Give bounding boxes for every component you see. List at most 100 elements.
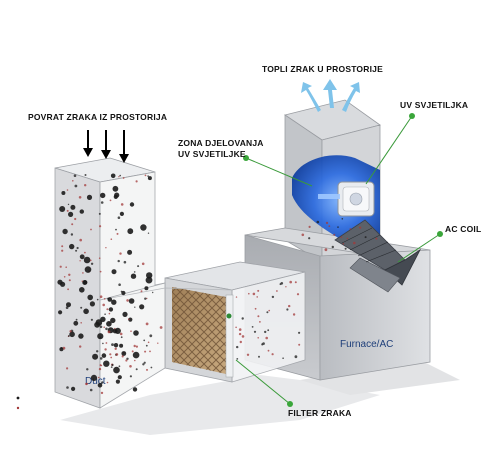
- dust-particle: [97, 333, 104, 340]
- label-warm-air: TOPLI ZRAK U PROSTORIJE: [262, 64, 383, 74]
- dust-particle: [119, 343, 124, 348]
- dust-particle: [98, 257, 101, 260]
- dust-particle: [97, 376, 100, 379]
- dust-particle: [108, 312, 111, 315]
- label-ac-coil: AC COIL: [445, 224, 481, 234]
- dust-particle: [122, 177, 125, 179]
- dust-particle: [104, 348, 107, 351]
- dust-particle: [67, 203, 70, 206]
- dust-particle: [95, 319, 103, 326]
- dust-particle: [89, 259, 92, 262]
- dust-particle: [86, 368, 89, 371]
- dust-particle: [66, 189, 69, 191]
- dust-particle: [99, 295, 103, 299]
- dust-particle: [63, 276, 66, 278]
- dust-particle: [149, 350, 151, 353]
- dust-particle: [70, 233, 74, 236]
- dust-particle: [294, 281, 297, 284]
- dust-particle: [69, 243, 75, 250]
- dust-particle: [258, 355, 260, 358]
- dust-particle: [146, 272, 153, 279]
- dust-particle: [90, 262, 94, 265]
- dust-particle: [147, 232, 150, 234]
- dust-particle: [152, 291, 154, 294]
- dust-particle: [101, 353, 107, 358]
- dust-particle: [253, 330, 257, 333]
- dust-particle: [107, 297, 113, 302]
- dust-particle: [62, 228, 68, 235]
- dust-particle: [110, 238, 113, 240]
- dust-particle: [99, 325, 103, 329]
- label-uv-zone-line2: UV SVJETILJKE: [178, 149, 246, 159]
- dust-particle: [111, 299, 117, 305]
- dust-particle: [83, 308, 89, 315]
- dust-particles: [57, 173, 378, 395]
- dust-particle: [84, 251, 86, 254]
- dust-particle: [114, 327, 116, 330]
- dust-particle: [145, 344, 148, 347]
- dust-particle: [267, 349, 270, 352]
- dust-particle: [276, 290, 278, 292]
- dust-particle: [71, 386, 76, 391]
- dust-particle: [129, 202, 135, 207]
- dust-particle: [150, 366, 153, 369]
- dust-particle: [66, 386, 69, 389]
- dust-particle: [103, 326, 105, 329]
- dust-particle: [82, 272, 84, 274]
- dust-particle: [286, 308, 289, 311]
- dust-particle: [157, 342, 159, 344]
- stray-dot: [16, 396, 20, 400]
- callout-dot-ac-coil: [437, 231, 443, 237]
- dust-particle: [238, 328, 242, 331]
- dust-particle: [84, 266, 92, 273]
- dust-particle: [108, 307, 114, 312]
- dust-particle: [308, 225, 311, 228]
- dust-particle: [346, 237, 349, 240]
- dust-particle: [90, 318, 93, 321]
- dust-particle: [111, 343, 114, 346]
- dust-particle: [99, 270, 102, 273]
- dust-particle: [100, 192, 106, 199]
- dust-particle: [98, 212, 101, 215]
- arrow-down-icon: [87, 130, 125, 156]
- dust-particle: [84, 174, 87, 176]
- label-return-air: POVRAT ZRAKA IZ PROSTORIJA: [28, 112, 167, 122]
- dust-particle: [99, 357, 103, 360]
- dust-particle: [111, 363, 114, 367]
- dust-particle: [92, 353, 99, 360]
- dust-particle: [110, 366, 113, 368]
- dust-particle: [102, 303, 105, 307]
- dust-particle: [107, 297, 109, 300]
- dust-particle: [106, 381, 109, 384]
- dust-particle: [66, 209, 69, 212]
- dust-particle: [74, 217, 77, 221]
- dust-particle: [142, 363, 145, 366]
- dust-particle: [127, 228, 134, 235]
- stray-dot: [16, 406, 20, 410]
- dust-particle: [115, 379, 120, 384]
- dust-particle: [90, 374, 98, 381]
- duct-connector: [99, 287, 233, 301]
- dust-particle: [132, 387, 138, 392]
- dust-particle: [325, 221, 329, 225]
- dust-particle: [106, 321, 112, 327]
- dust-particle: [132, 351, 140, 359]
- dust-particle: [80, 306, 83, 309]
- dust-particle: [129, 365, 132, 368]
- dust-particle: [100, 364, 103, 367]
- dust-particle: [316, 220, 320, 224]
- dust-particle: [79, 238, 82, 242]
- dust-particle: [78, 333, 84, 339]
- arrow-up-icon: [301, 79, 360, 112]
- dust-particle: [248, 292, 250, 295]
- dust-particle: [238, 332, 242, 336]
- dust-particle: [79, 345, 82, 348]
- dust-particle: [146, 368, 148, 371]
- floor-shadow-right: [300, 360, 460, 395]
- dust-particle: [78, 196, 82, 199]
- dust-particle: [257, 289, 260, 292]
- dust-particle: [69, 330, 72, 333]
- dust-particle: [265, 336, 269, 340]
- dust-particle: [340, 236, 343, 238]
